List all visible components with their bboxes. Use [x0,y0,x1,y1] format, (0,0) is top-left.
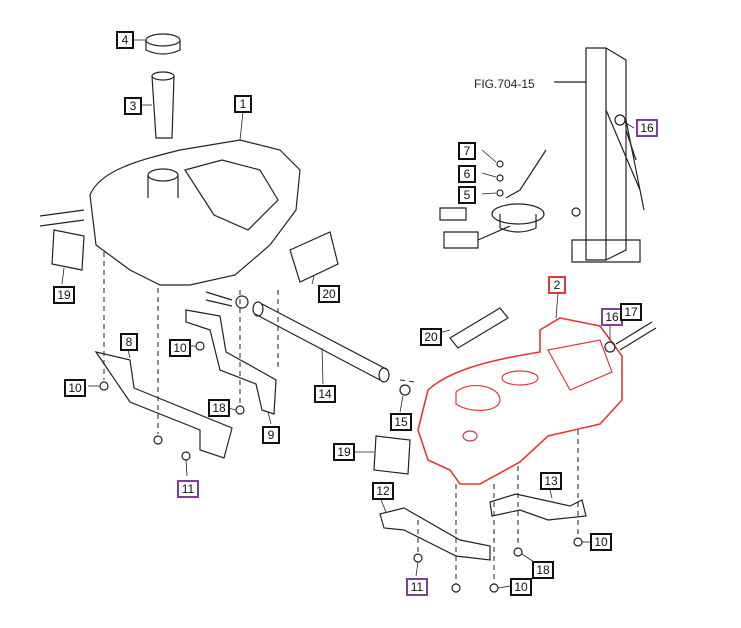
pipe-14 [254,303,389,381]
callout-c14: 14 [314,385,336,403]
callout-c10d: 10 [510,578,532,596]
callout-c3: 3 [124,97,142,115]
label-sheet-20-left [289,231,339,283]
callout-c8: 8 [120,333,138,351]
rod-17 [615,321,657,351]
callout-c11b: 11 [406,578,428,596]
label-sheet-19-right [373,435,411,475]
label-sheet-20-right [449,307,509,349]
callout-c2: 2 [548,276,566,294]
callout-c17: 17 [620,303,642,321]
callout-c15: 15 [390,413,412,431]
callout-c9: 9 [262,426,280,444]
callout-c1: 1 [234,95,252,113]
label-sheet-19-left [51,229,85,271]
callout-c6: 6 [458,165,476,183]
callout-c19a: 19 [53,286,75,304]
callout-c16a: 16 [636,119,658,137]
fuel-tank-right [417,317,623,485]
fuel-tank-left [89,139,301,286]
callout-c19b: 19 [333,443,355,461]
callout-c16b: 16 [601,308,623,326]
callout-c10b: 10 [64,379,86,397]
bracket-8 [94,351,233,459]
filler-neck-left [147,168,179,182]
frame-post [585,47,627,261]
filler-tube [151,71,175,81]
callout-c18b: 18 [532,561,554,579]
callout-c11a: 11 [177,480,199,498]
callout-c7: 7 [458,142,476,160]
callout-c4: 4 [116,31,134,49]
callout-c12: 12 [372,482,394,500]
fuel-pump-flange [491,203,545,225]
callout-c5: 5 [458,186,476,204]
callout-c18a: 18 [208,399,230,417]
figure-reference: FIG.704-15 [474,77,535,91]
bracket-9 [185,309,277,415]
callout-c10c: 10 [590,533,612,551]
callout-c20b: 20 [420,328,442,346]
callout-c20a: 20 [318,285,340,303]
fuel-cap [145,33,181,47]
bracket-13 [489,493,587,521]
bracket-12 [379,507,491,561]
callout-c13: 13 [540,472,562,490]
callout-c10a: 10 [169,339,191,357]
